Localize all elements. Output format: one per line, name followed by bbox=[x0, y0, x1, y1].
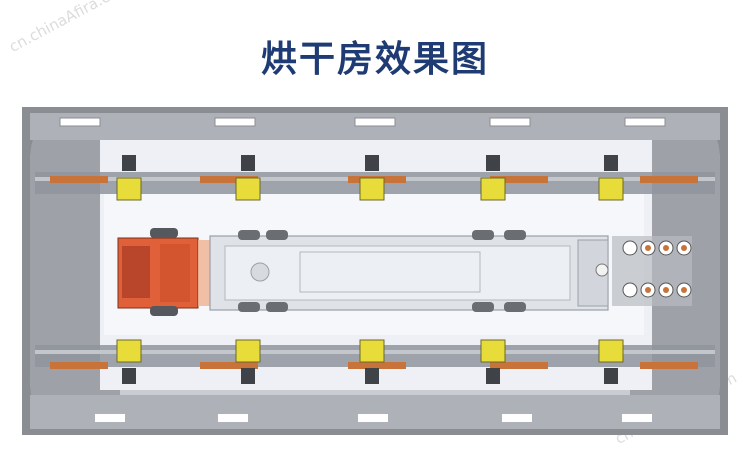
burner-bottom-4 bbox=[480, 339, 506, 384]
truck-cab-window bbox=[122, 246, 150, 298]
burner-top-1 bbox=[116, 155, 142, 201]
bottom-burners bbox=[116, 339, 624, 384]
burner-top-5 bbox=[598, 155, 624, 201]
burner-bottom-1 bbox=[116, 339, 142, 384]
bottom-vents bbox=[95, 414, 652, 422]
cab-wheel-bottom bbox=[150, 306, 178, 316]
page-title: 烘干房效果图 bbox=[260, 39, 489, 80]
fan-assembly bbox=[595, 236, 692, 306]
burner-top-2 bbox=[235, 155, 261, 201]
trailer-wheels bbox=[238, 230, 526, 312]
burner-bottom-3 bbox=[359, 339, 385, 384]
truck-trailer-frame bbox=[299, 251, 481, 293]
truck-trailer-inner bbox=[224, 245, 571, 301]
top-vents bbox=[59, 117, 666, 127]
burner-bottom-5 bbox=[598, 339, 624, 384]
bottom-wall-strip bbox=[30, 395, 720, 429]
truck bbox=[117, 228, 609, 316]
bottom-heaters bbox=[50, 362, 698, 369]
burner-top-4 bbox=[480, 155, 506, 201]
burner-top-3 bbox=[359, 155, 385, 201]
cab-wheel-top bbox=[150, 228, 178, 238]
truck-cab-detail bbox=[160, 244, 190, 302]
burner-bottom-2 bbox=[235, 339, 261, 384]
top-burners bbox=[116, 155, 624, 201]
trailer-hitch bbox=[250, 262, 270, 282]
